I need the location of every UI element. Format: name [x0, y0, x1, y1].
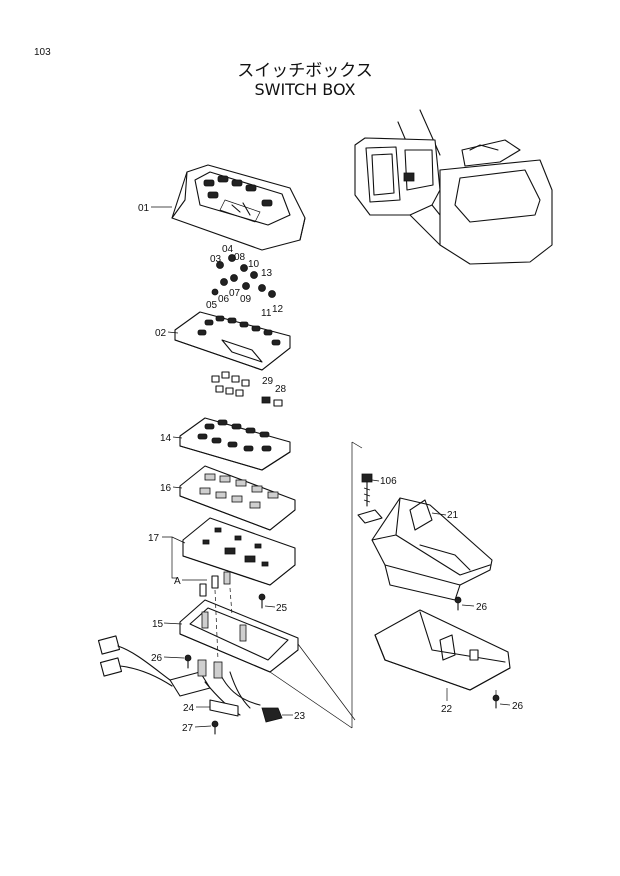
callout-05: 05: [206, 300, 218, 311]
callout-16: 16: [160, 483, 172, 494]
grommet-part-23: [261, 707, 283, 723]
callout-26-right: 26: [512, 701, 524, 712]
page-number: 103: [34, 47, 51, 58]
callout-12: 12: [272, 304, 284, 315]
callout-22: 22: [441, 704, 453, 715]
screw-26-left: [184, 654, 192, 669]
callout-25: 25: [276, 603, 288, 614]
circuit-board-part-17: [182, 517, 296, 586]
switch-knobs-group: [211, 254, 276, 298]
cap-pieces: [211, 371, 283, 407]
callout-26-left: 26: [151, 653, 163, 664]
callout-01: 01: [138, 203, 150, 214]
title-english: SWITCH BOX: [254, 80, 355, 99]
callout-08: 08: [234, 252, 246, 263]
cover-part-22: [374, 609, 511, 691]
screw-27: [211, 720, 219, 735]
callout-23: 23: [294, 711, 306, 722]
screw-26-middle: [454, 596, 462, 611]
callout-13: 13: [261, 268, 273, 279]
bracket-part-21: [371, 497, 493, 601]
callout-10: 10: [248, 259, 260, 270]
callout-17: 17: [148, 533, 160, 544]
title-japanese: スイッチボックス: [237, 61, 373, 81]
wire-harness: [97, 635, 261, 716]
reference-a: A: [174, 576, 181, 587]
washer-plate: [357, 509, 383, 524]
callout-11: 11: [261, 308, 272, 319]
callout-03: 03: [210, 254, 222, 265]
callout-27: 27: [182, 723, 194, 734]
callout-06: 06: [218, 294, 230, 305]
callout-02: 02: [155, 328, 167, 339]
callout-29: 29: [262, 376, 274, 387]
callout-15: 15: [152, 619, 164, 630]
frame-part-16: [179, 465, 296, 531]
fuse-a: [199, 583, 207, 597]
callout-04: 04: [222, 244, 234, 255]
screw-26-right: [492, 694, 500, 709]
callout-09: 09: [240, 294, 252, 305]
callout-24: 24: [183, 703, 195, 714]
callout-21: 21: [447, 510, 459, 521]
rubber-sheet-part-14: [179, 417, 291, 471]
callout-26-middle: 26: [476, 602, 488, 613]
bolt-106: [361, 473, 373, 507]
callout-106: 106: [380, 476, 397, 487]
callout-28: 28: [275, 384, 287, 395]
screw-25: [258, 593, 266, 609]
callout-14: 14: [160, 433, 172, 444]
upper-cover-part-01: [171, 164, 306, 251]
callout-07: 07: [229, 288, 241, 299]
excavator-cab-illustration: [354, 109, 553, 265]
fuse-b: [211, 575, 219, 589]
switch-panel-part-02: [174, 311, 291, 371]
